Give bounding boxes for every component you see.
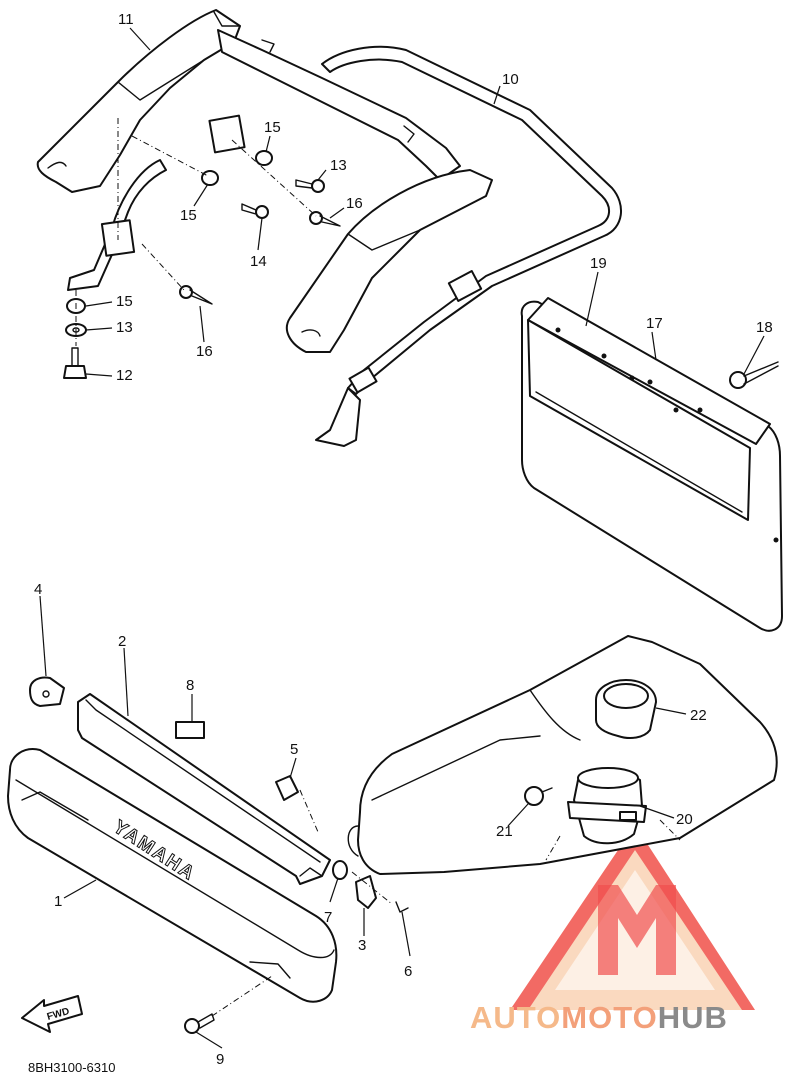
part-16-rivet-b: [179, 285, 213, 305]
callout-3: 3: [358, 937, 366, 954]
part-18-bolt: [729, 361, 779, 389]
callout-15-c: 15: [116, 293, 133, 310]
part-10-rear-rack: [67, 29, 623, 447]
callout-14-b: 14: [250, 253, 267, 270]
svg-text:AUTOMOTOHUB: AUTOMOTOHUB: [470, 1000, 728, 1035]
part-16-rivet-a: [309, 211, 341, 227]
part-12-bolt: [63, 347, 87, 379]
part-22-cap: [595, 679, 657, 739]
watermark-logo-triangle: [510, 825, 755, 1010]
part-14-screw-a: [295, 179, 325, 193]
part-7-washer: [332, 860, 348, 880]
callout-12: 12: [116, 367, 133, 384]
fwd-direction-arrow: FWD: [21, 995, 83, 1033]
part-9-screw: [184, 1013, 215, 1034]
watermark-auto: AUTO: [470, 1000, 561, 1035]
callout-21: 21: [496, 823, 513, 840]
callout-leaders: [39, 27, 765, 1049]
part-17-mud-flap: [520, 297, 783, 632]
callout-4: 4: [34, 581, 42, 598]
callout-5: 5: [290, 741, 298, 758]
callout-19: 19: [590, 255, 607, 272]
callout-8: 8: [186, 677, 194, 694]
part-8-label-plate: [175, 721, 205, 739]
part-6-clip: [395, 901, 409, 913]
callout-15-b: 15: [180, 207, 197, 224]
part-20-filler-neck: [567, 767, 647, 845]
part-2-bracket: [77, 693, 331, 885]
watermark-moto: MOTO: [561, 1000, 657, 1035]
callout-2: 2: [118, 633, 126, 650]
callout-15-a: 15: [264, 119, 281, 136]
part-15-collar-c: [255, 150, 273, 166]
callout-16-a: 16: [346, 195, 363, 212]
callout-6: 6: [404, 963, 412, 980]
callout-17: 17: [646, 315, 663, 332]
callout-22: 22: [690, 707, 707, 724]
part-15-collar-b: [201, 170, 219, 186]
part-5-nut: [275, 775, 299, 801]
callout-9: 9: [216, 1051, 224, 1068]
part-right-side-handle: [285, 169, 493, 353]
callout-1: 1: [54, 893, 62, 910]
part-14-screw-b: [241, 203, 269, 219]
callout-18: 18: [756, 319, 773, 336]
callout-14-a: 13: [330, 157, 347, 174]
part-19-plate: [555, 327, 779, 543]
watermark-wordmark: AUTOMOTOHUB: [470, 1000, 728, 1035]
callout-20: 20: [676, 811, 693, 828]
callout-10: 10: [502, 71, 519, 88]
callout-7: 7: [324, 909, 332, 926]
callout-13: 13: [116, 319, 133, 336]
part-21-clip: [524, 786, 553, 806]
diagram-code: 8BH3100-6310: [28, 1060, 115, 1075]
rear-tail-body: [347, 635, 778, 875]
part-4-clip: [29, 676, 65, 707]
watermark-hub: HUB: [658, 1000, 728, 1035]
callout-11: 11: [118, 11, 134, 28]
part-3-bracket: [355, 875, 377, 909]
callout-16-b: 16: [196, 343, 213, 360]
